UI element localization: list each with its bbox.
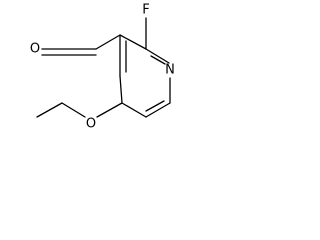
- atom-fluorine: F: [142, 3, 149, 18]
- bond-c4-c3: [119, 75, 123, 104]
- bond-c2-n1-inner: [150, 55, 166, 65]
- bond-c3-cho: [95, 34, 121, 50]
- bond-c6-c5: [145, 102, 171, 118]
- atom-ether-oxygen: O: [86, 117, 96, 132]
- atom-aldehyde-oxygen: O: [30, 42, 40, 57]
- bond-c4-o: [96, 102, 123, 118]
- atom-labels: F N O O: [30, 3, 175, 132]
- bond-c5-c4: [121, 102, 147, 118]
- bond-c6-c5-inner: [145, 100, 165, 112]
- bond-ch2-ch3: [36, 102, 63, 118]
- atom-ring-nitrogen: N: [165, 63, 175, 78]
- bond-c2-c3: [119, 34, 147, 50]
- bonds: [36, 17, 171, 118]
- molecule-structure: F N O O: [30, 3, 175, 132]
- bond-o-ch2: [61, 102, 86, 118]
- bond-c2-n1: [145, 48, 170, 64]
